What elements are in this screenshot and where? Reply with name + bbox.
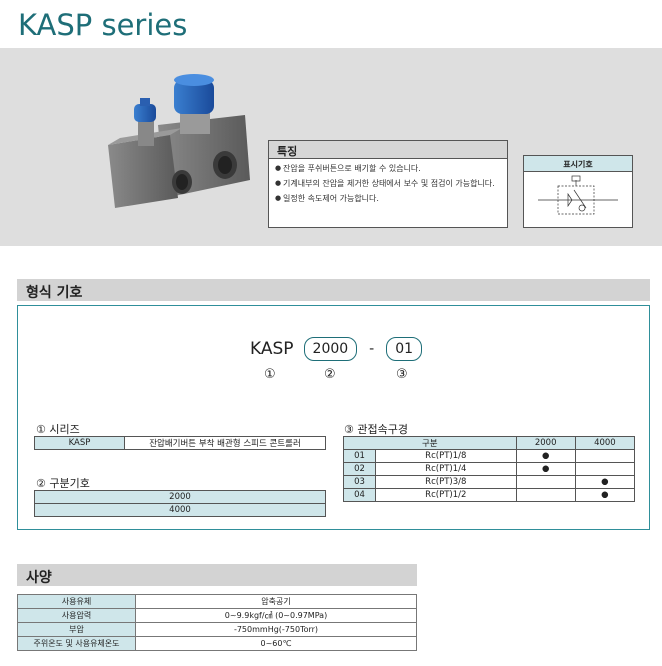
pneumatic-symbol-icon <box>538 175 618 215</box>
page-title: KASP series <box>18 8 188 42</box>
code-dash: - <box>369 341 375 357</box>
port-size: Rc(PT)1/8 <box>375 449 517 463</box>
spec-row: 사용유체 압축공기 <box>17 594 417 609</box>
series-table: KASP 잔압배기버튼 부착 배관형 스피드 콘트롤러 <box>34 436 326 450</box>
code-number-3: ③ <box>396 367 408 382</box>
spec-label: 사용유체 <box>17 594 136 609</box>
port-title: ③ 관접속구경 <box>344 423 408 436</box>
spec-value: 0~9.9kgf/㎠ (0~0.97MPa) <box>135 608 417 623</box>
port-mark-2000 <box>515 488 576 502</box>
spec-row: 주위온도 및 사용유체온도 0~60℃ <box>17 636 417 651</box>
series-desc: 잔압배기버튼 부착 배관형 스피드 콘트롤러 <box>124 436 326 450</box>
port-mark-4000 <box>574 462 636 476</box>
type-code-value: 4000 <box>34 503 326 517</box>
port-mark-2000: ● <box>515 462 576 476</box>
product-image <box>108 74 250 208</box>
feature-item: 기계내부의 잔압을 제거한 상태에서 보수 및 점검이 가능합니다. <box>275 178 499 189</box>
spec-label: 부압 <box>17 622 136 637</box>
features-list: 잔압을 푸쉬버튼으로 배기할 수 있습니다. 기계내부의 잔압을 제거한 상태에… <box>269 159 507 204</box>
model-section-heading: 형식 기호 <box>17 279 650 301</box>
spec-row: 부압 -750mmHg(-750Torr) <box>17 622 417 637</box>
type-code-table: 2000 4000 <box>34 490 326 517</box>
spec-table: 사용유체 압축공기 사용압력 0~9.9kgf/㎠ (0~0.97MPa) 부압… <box>17 594 417 651</box>
port-size: Rc(PT)3/8 <box>375 475 517 489</box>
port-header-category: 구분 <box>343 436 517 450</box>
code-number-1: ① <box>264 367 276 382</box>
port-mark-4000: ● <box>574 475 636 489</box>
model-code-box: KASP 2000 - 01 ① ② ③ ① 시리즈 KASP 잔압배기버튼 부… <box>17 305 650 530</box>
spec-label: 주위온도 및 사용유체온도 <box>17 636 136 651</box>
port-header-2000: 2000 <box>515 436 576 450</box>
port-mark-2000: ● <box>515 449 576 463</box>
port-code: 03 <box>343 475 376 489</box>
port-table: 구분 2000 4000 01 Rc(PT)1/8 ● 02 Rc(PT)1/4… <box>343 436 636 502</box>
port-size: Rc(PT)1/4 <box>375 462 517 476</box>
features-heading: 특징 <box>269 141 507 159</box>
series-title: ① 시리즈 <box>36 423 80 436</box>
model-code: KASP 2000 - 01 <box>250 333 423 365</box>
spec-value: -750mmHg(-750Torr) <box>135 622 417 637</box>
spec-row: 사용압력 0~9.9kgf/㎠ (0~0.97MPa) <box>17 608 417 623</box>
code-number-2: ② <box>324 367 336 382</box>
port-header-4000: 4000 <box>574 436 636 450</box>
port-mark-4000 <box>574 449 636 463</box>
features-box: 특징 잔압을 푸쉬버튼으로 배기할 수 있습니다. 기계내부의 잔압을 제거한 … <box>268 140 508 228</box>
port-code: 01 <box>343 449 376 463</box>
spec-value: 0~60℃ <box>135 636 417 651</box>
spec-section-heading: 사양 <box>17 564 417 586</box>
spec-label: 사용압력 <box>17 608 136 623</box>
symbol-heading: 표시기호 <box>524 156 632 172</box>
port-mark-2000 <box>515 475 576 489</box>
port-size: Rc(PT)1/2 <box>375 488 517 502</box>
spec-value: 압축공기 <box>135 594 417 609</box>
port-code: 04 <box>343 488 376 502</box>
feature-item: 일정한 속도제어 가능합니다. <box>275 193 499 204</box>
symbol-box: 표시기호 <box>523 155 633 228</box>
code-part-type: 2000 <box>303 337 358 361</box>
port-code: 02 <box>343 462 376 476</box>
code-part-port: 01 <box>386 337 423 361</box>
feature-item: 잔압을 푸쉬버튼으로 배기할 수 있습니다. <box>275 163 499 174</box>
type-code-value: 2000 <box>34 490 326 504</box>
port-mark-4000: ● <box>574 488 636 502</box>
series-code: KASP <box>34 436 125 450</box>
type-code-title: ② 구분기호 <box>36 477 90 490</box>
code-prefix: KASP <box>250 339 294 359</box>
